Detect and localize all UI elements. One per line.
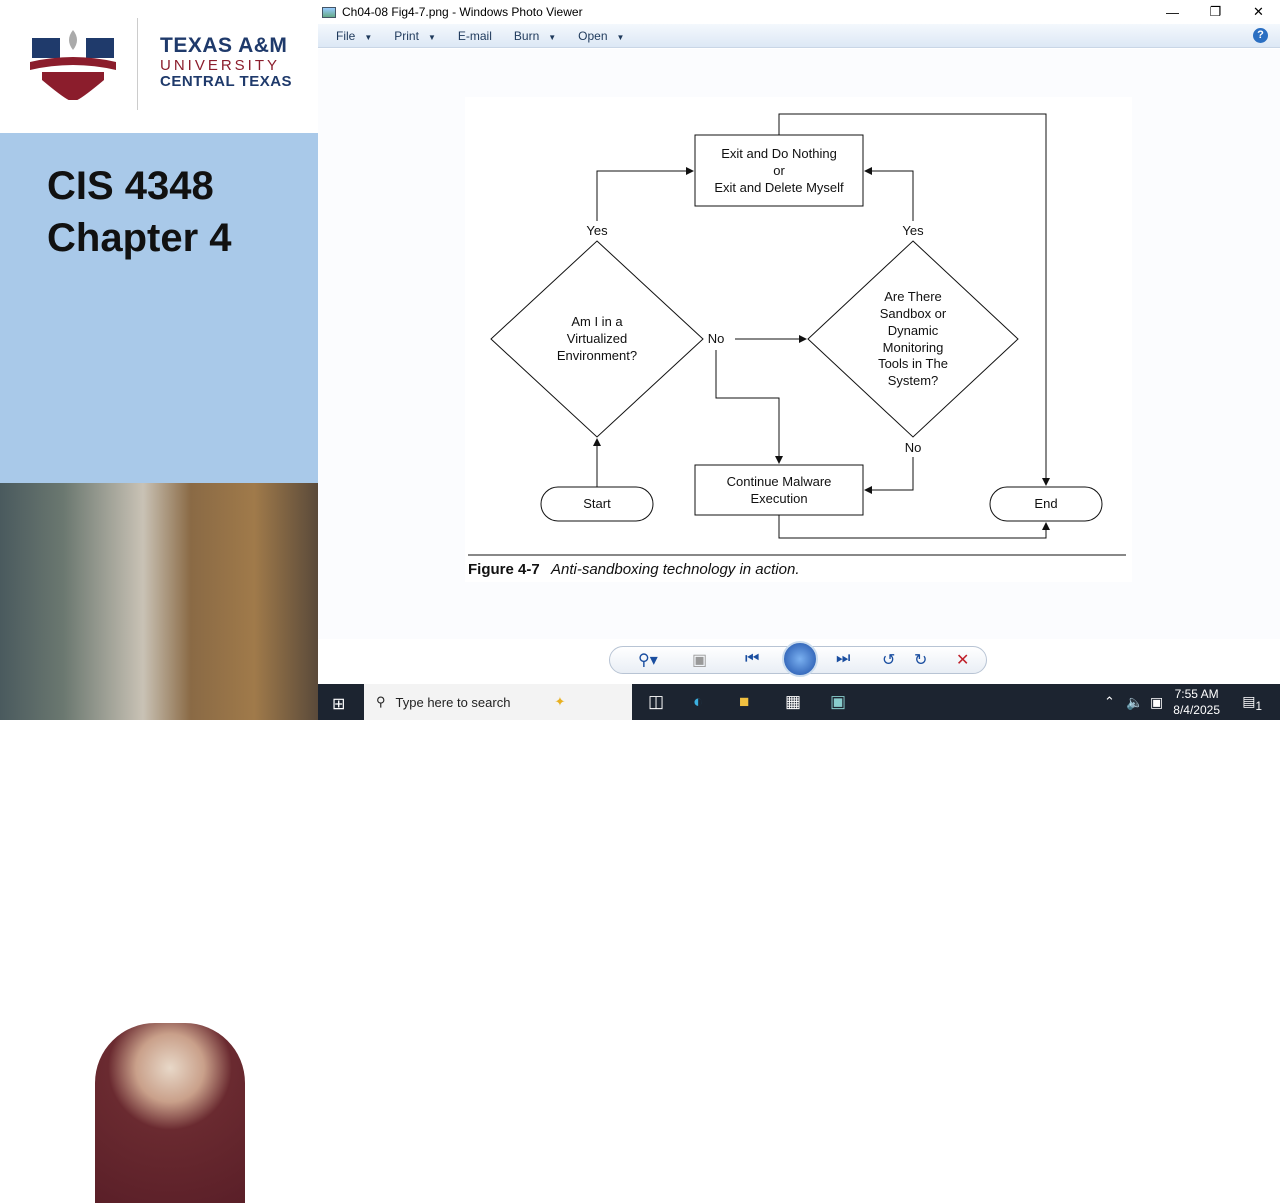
- menu-label: Open: [578, 28, 608, 43]
- search-icon: ⚲: [376, 694, 386, 709]
- notification-count: 1: [1255, 699, 1262, 713]
- taskbar-search[interactable]: ⚲ Type here to search ✦: [364, 684, 632, 720]
- sandbox-decision: [807, 240, 1019, 438]
- node-text: Virtualized: [567, 331, 627, 346]
- volume-icon[interactable]: 🔈: [1126, 694, 1144, 710]
- help-icon[interactable]: ?: [1253, 28, 1268, 43]
- clock[interactable]: 7:55 AM 8/4/2025: [1173, 686, 1220, 718]
- end-terminal: [989, 486, 1103, 522]
- figure-label: Figure 4-7: [468, 561, 540, 578]
- logo-text: TEXAS A&M: [160, 34, 288, 57]
- presenter: [95, 1023, 245, 1203]
- no-label: No: [905, 440, 922, 455]
- sparkle-icon: ✦: [554, 694, 566, 709]
- title-bar: Ch04-08 Fig4-7.png - Windows Photo Viewe…: [318, 0, 1280, 24]
- delete-icon[interactable]: ✕: [956, 652, 970, 669]
- flowchart: Exit and Do Nothing or Exit and Delete M…: [468, 113, 1126, 578]
- logo-text: UNIVERSITY: [160, 57, 281, 74]
- course-number: CIS 4348: [47, 164, 214, 208]
- menu-open[interactable]: Open ▼: [578, 29, 624, 43]
- node-text: Dynamic: [888, 323, 939, 338]
- yes-arrow-right: [864, 167, 914, 221]
- menu-bar: File ▼ Print ▼ E-mail Burn ▼ Open ▼: [318, 24, 1280, 48]
- continue-box: [694, 464, 864, 516]
- node-text: Exit and Delete Myself: [714, 180, 844, 195]
- menu-email[interactable]: E-mail: [458, 29, 492, 43]
- virtualized-decision: [490, 240, 704, 438]
- menu-label: Print: [394, 28, 419, 43]
- dropdown-arrow-icon: ▼: [616, 32, 625, 42]
- node-text: Execution: [750, 491, 807, 506]
- search-placeholder: Type here to search: [395, 694, 511, 710]
- university-logo: TEXAS A&M UNIVERSITY CENTRAL TEXAS: [0, 0, 318, 133]
- window-title: Ch04-08 Fig4-7.png - Windows Photo Viewe…: [342, 5, 583, 19]
- menu-label: E-mail: [457, 28, 492, 43]
- menu-burn[interactable]: Burn ▼: [514, 29, 556, 43]
- no-arrow-to-continue: [715, 350, 783, 464]
- slideshow-button[interactable]: [782, 641, 818, 677]
- rotate-counterclockwise-icon[interactable]: ↺: [882, 652, 896, 669]
- yes-arrow-left: [596, 167, 694, 221]
- edge-icon[interactable]: ◐: [693, 692, 704, 711]
- start-label: Start: [583, 496, 611, 511]
- node-text: Environment?: [557, 348, 637, 363]
- date: 8/4/2025: [1173, 703, 1220, 717]
- node-text: or: [773, 163, 785, 178]
- chapter-title: Chapter 4: [47, 216, 232, 260]
- menu-print[interactable]: Print ▼: [394, 29, 436, 43]
- node-text: Are There: [884, 289, 942, 304]
- no-label: No: [708, 331, 725, 346]
- dropdown-arrow-icon: ▼: [427, 32, 436, 42]
- menu-file[interactable]: File ▼: [336, 29, 372, 43]
- end-label: End: [1034, 496, 1057, 511]
- zoom-icon[interactable]: ⚲▾: [638, 652, 658, 669]
- task-view-icon[interactable]: ◫: [648, 692, 665, 711]
- show-hidden-icons[interactable]: ⌃: [1104, 694, 1115, 709]
- node-text: Monitoring: [883, 340, 944, 355]
- node-text: Continue Malware: [727, 474, 832, 489]
- yes-label: Yes: [902, 223, 924, 238]
- store-icon[interactable]: ▦: [785, 692, 802, 711]
- actual-size-icon[interactable]: ▣: [692, 652, 708, 669]
- notification-icon[interactable]: ▤1: [1242, 693, 1262, 713]
- network-icon[interactable]: ▣: [1150, 694, 1164, 710]
- taskbar: ⊞ ⚲Type here to search✦ ◫ ◐ ■ ▦ ▣ ⌃ 🔈 ▣ …: [318, 684, 1280, 720]
- node-text: Sandbox or: [880, 306, 947, 321]
- viewer-toolbar: ⚲▾ ▣ ⏮ ⏭ ↺ ↻ ✕: [609, 641, 987, 677]
- next-icon[interactable]: ⏭: [836, 650, 851, 667]
- dropdown-arrow-icon: ▼: [548, 32, 557, 42]
- node-text: Tools in The: [878, 356, 948, 371]
- no-arrow-right: [864, 457, 914, 494]
- logo-text: CENTRAL TEXAS: [160, 73, 293, 90]
- minimize-button[interactable]: —: [1166, 4, 1179, 20]
- shield-logo-icon: [30, 30, 116, 100]
- time: 7:55 AM: [1174, 687, 1219, 701]
- exit-box: [694, 134, 864, 207]
- logo-divider: [137, 18, 138, 110]
- close-button[interactable]: ✕: [1253, 4, 1264, 19]
- continue-to-end-arrow: [778, 515, 1050, 539]
- windows-start-icon[interactable]: ⊞: [332, 696, 346, 713]
- file-explorer-icon[interactable]: ■: [739, 692, 750, 711]
- menu-label: File: [336, 28, 356, 43]
- previous-icon[interactable]: ⏮: [745, 650, 760, 667]
- restore-button[interactable]: ❐: [1209, 4, 1222, 19]
- node-text: Am I in a: [571, 314, 623, 329]
- figure-caption: Anti-sandboxing technology in action.: [550, 561, 800, 578]
- photo-viewer-icon: [322, 6, 336, 18]
- photo-viewer-taskbar-icon[interactable]: ▣: [830, 692, 847, 711]
- dropdown-arrow-icon: ▼: [364, 32, 373, 42]
- node-text: System?: [888, 373, 939, 388]
- slide-title-panel: [0, 133, 318, 483]
- yes-label: Yes: [586, 223, 608, 238]
- rotate-clockwise-icon[interactable]: ↻: [914, 652, 928, 669]
- exit-to-end-arrow: [778, 113, 1050, 486]
- node-text: Exit and Do Nothing: [721, 146, 837, 161]
- menu-label: Burn: [513, 28, 540, 43]
